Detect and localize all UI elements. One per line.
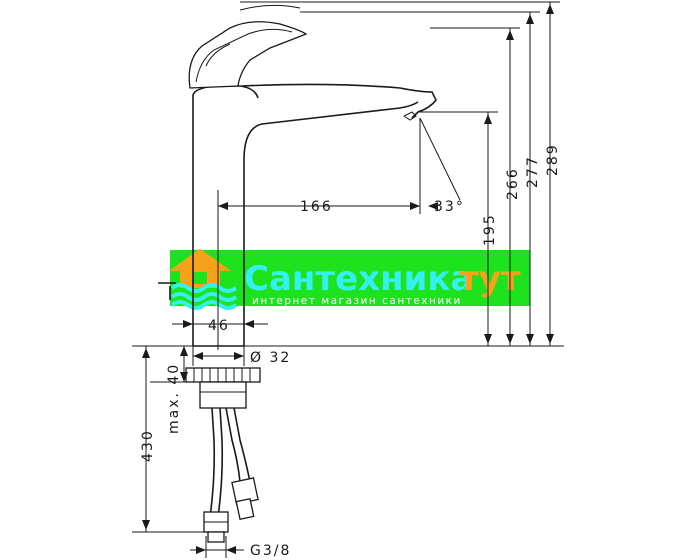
dim-height-266: 266 (505, 167, 521, 200)
countertop-ring (185, 367, 261, 383)
faucet-spout (241, 83, 437, 119)
watermark: Сантехника тут интернет магазин сантехни… (168, 248, 530, 310)
dim-max-thickness: max. 40 (166, 363, 182, 434)
dim-spout-height: 195 (482, 213, 498, 246)
dim-hole-diameter: Ø 32 (250, 350, 291, 366)
dimension-labels: 166 33° 195 266 277 289 46 Ø 32 max. 40 … (140, 143, 561, 559)
dim-connection: G3/8 (250, 543, 291, 559)
lever-handle (188, 21, 308, 89)
dim-spout-reach: 166 (300, 199, 333, 215)
dim-height-277: 277 (525, 155, 541, 188)
dim-hose-length: 430 (140, 429, 156, 462)
dimension-lines (132, 1, 564, 558)
watermark-title-part2: тут (459, 259, 521, 299)
hose-right (225, 407, 241, 483)
dim-body-width: 46 (208, 318, 230, 334)
watermark-green-band (170, 250, 530, 306)
dim-height-289: 289 (545, 143, 561, 176)
watermark-title-part1: Сантехника (244, 259, 473, 299)
house-logo-icon (168, 248, 238, 310)
mounting-nut (199, 381, 247, 409)
hose-left (209, 407, 216, 519)
dim-spout-angle: 33° (434, 199, 465, 215)
watermark-subtitle: интернет магазин сантехники (252, 295, 462, 307)
mounting-parts (185, 367, 261, 543)
